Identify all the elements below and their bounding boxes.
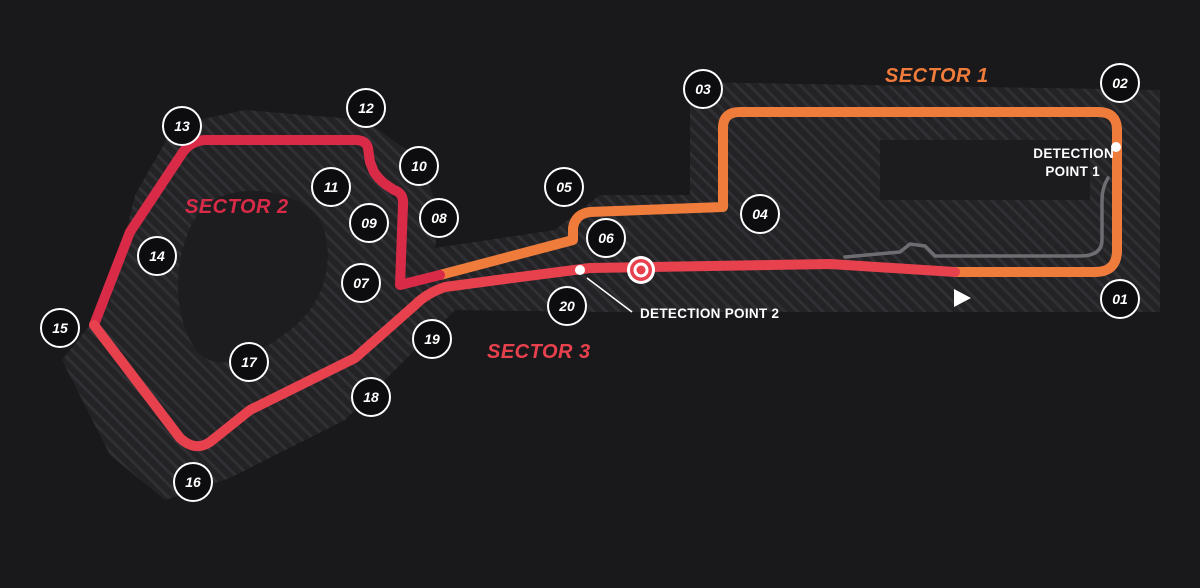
turn-marker: 04 (740, 194, 780, 234)
svg-text:20: 20 (558, 298, 575, 314)
turn-marker: 06 (586, 218, 626, 258)
svg-text:01: 01 (1112, 291, 1128, 307)
svg-text:11: 11 (324, 179, 339, 195)
turn-marker: 03 (683, 69, 723, 109)
detection-point-1-label: DETECTION (1033, 146, 1114, 161)
turn-marker: 14 (137, 236, 177, 276)
turn-marker: 19 (412, 319, 452, 359)
svg-text:17: 17 (241, 354, 258, 370)
sector-3-track (89, 259, 960, 452)
svg-text:14: 14 (149, 248, 165, 264)
turn-marker: 12 (346, 88, 386, 128)
sector-3-label: SECTOR 3 (487, 341, 591, 363)
turn-marker: 09 (349, 203, 389, 243)
turn-marker: 10 (399, 146, 439, 186)
pit-lane (843, 176, 1110, 259)
sector-2-label: SECTOR 2 (185, 196, 289, 218)
detection-point-2-marker (575, 265, 585, 275)
detection-point-1-label-line2: POINT 1 (1045, 164, 1100, 179)
turn-marker: 11 (311, 167, 351, 207)
turn-marker: 13 (162, 106, 202, 146)
svg-text:09: 09 (361, 215, 377, 231)
turn-marker: 16 (173, 462, 213, 502)
turn-marker: 05 (544, 167, 584, 207)
sector-1-track (435, 107, 1122, 280)
svg-text:16: 16 (185, 474, 201, 490)
svg-text:18: 18 (363, 389, 379, 405)
svg-text:12: 12 (358, 100, 374, 116)
turn-marker: 18 (351, 377, 391, 417)
turn-markers: 01 02 03 04 05 06 07 08 09 10 11 12 13 1… (40, 63, 1140, 502)
svg-text:06: 06 (598, 230, 614, 246)
svg-text:10: 10 (411, 158, 427, 174)
svg-text:07: 07 (353, 275, 370, 291)
svg-text:04: 04 (752, 206, 768, 222)
turn-marker: 01 (1100, 279, 1140, 319)
svg-text:15: 15 (52, 320, 68, 336)
turn-marker: 08 (419, 198, 459, 238)
sector-2-track (89, 135, 445, 330)
turn-marker: 17 (229, 342, 269, 382)
detection-point-1-marker (1111, 142, 1121, 152)
start-direction-arrow-icon (954, 289, 971, 307)
svg-text:02: 02 (1112, 75, 1128, 91)
turn-marker: 02 (1100, 63, 1140, 103)
svg-text:19: 19 (424, 331, 440, 347)
detection-point-2-leader (586, 277, 633, 313)
sector-1-label: SECTOR 1 (885, 65, 989, 87)
svg-text:05: 05 (556, 179, 572, 195)
svg-text:08: 08 (431, 210, 447, 226)
turn-marker: 15 (40, 308, 80, 348)
turn-marker: 07 (341, 263, 381, 303)
svg-text:03: 03 (695, 81, 711, 97)
turn-marker: 20 (547, 286, 587, 326)
svg-text:13: 13 (174, 118, 190, 134)
detection-point-2-label: DETECTION POINT 2 (640, 306, 779, 321)
target-icon (627, 256, 655, 284)
